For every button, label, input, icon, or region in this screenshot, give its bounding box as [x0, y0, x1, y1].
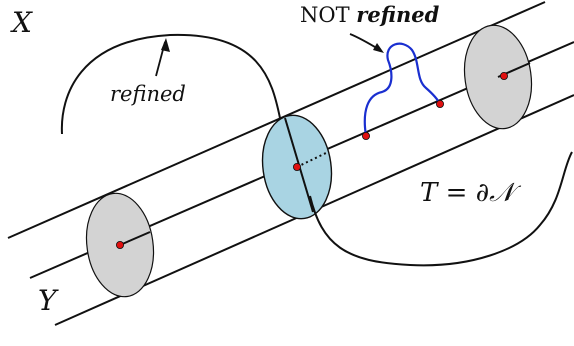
label-refined: refined: [110, 82, 186, 106]
label-not-word: refined: [356, 2, 440, 27]
point-left-center: [116, 240, 125, 249]
point-right-center: [499, 72, 508, 81]
refined-arrowhead-icon: [161, 38, 170, 52]
point-curve-end: [435, 100, 444, 109]
middle-disk-dotted-radius: [296, 151, 329, 168]
label-t-formula: T = ∂𝒩: [420, 178, 515, 208]
not-refined-curve: [363, 42, 441, 137]
curve-t: [309, 151, 573, 267]
label-not-refined: NOT refined: [300, 2, 439, 27]
tube-upper-line: [7, 1, 546, 239]
point-middle-center: [292, 162, 301, 171]
point-curve-start: [361, 131, 370, 140]
label-y: Y: [38, 284, 57, 317]
left-disk-radius: [119, 231, 151, 246]
curve-y-back: [60, 33, 281, 135]
not-refined-arrowhead-icon: [373, 43, 384, 53]
label-not-prefix: NOT: [300, 3, 350, 27]
label-x: X: [12, 6, 32, 39]
